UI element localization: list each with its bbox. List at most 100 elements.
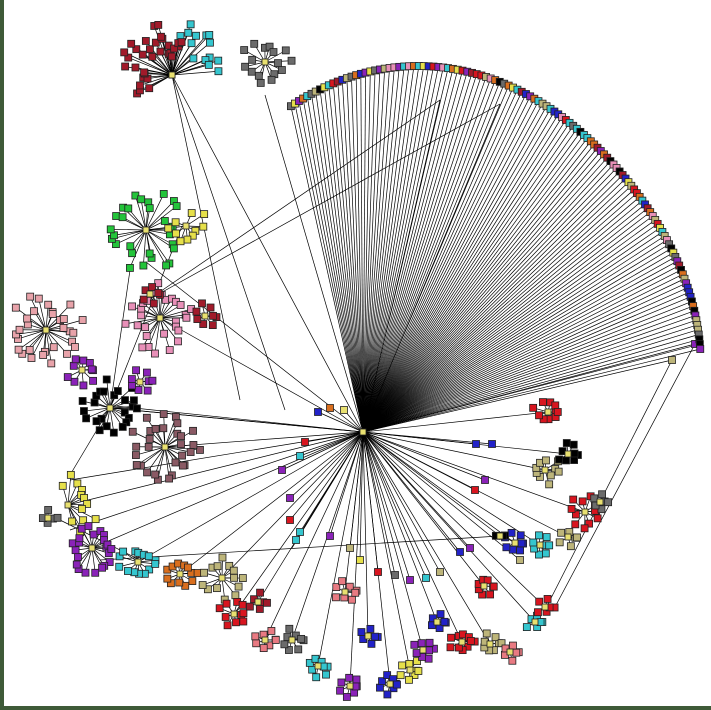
cluster-red-right-b-center[interactable] (541, 603, 549, 611)
cluster-pink-node[interactable] (165, 346, 174, 354)
cluster-red-right-b-node[interactable] (543, 595, 552, 603)
cluster-brown-node[interactable] (171, 412, 180, 421)
cluster-gray-bottom-center[interactable] (288, 636, 296, 644)
cluster-green-node[interactable] (159, 190, 168, 198)
cluster-red-east-node[interactable] (567, 504, 576, 513)
cluster-cyan-mid-node[interactable] (541, 549, 550, 558)
cluster-gray-top-node[interactable] (241, 62, 250, 71)
cluster-maroon-top-node[interactable] (145, 84, 154, 93)
cluster-khaki-bottom-node[interactable] (231, 591, 240, 600)
cluster-yellow-foot-node[interactable] (398, 661, 407, 670)
cluster-lightpink-node[interactable] (63, 349, 71, 358)
cluster-maroon-small-node[interactable] (154, 289, 163, 297)
cluster-gray-top-node[interactable] (240, 46, 249, 54)
cluster-gray-east-node[interactable] (598, 490, 606, 499)
cluster-yellow-mid-center[interactable] (182, 222, 190, 230)
cluster-salmon-right-center[interactable] (506, 648, 514, 656)
cluster-pink-node[interactable] (174, 337, 182, 346)
cluster-purple-foot-node[interactable] (342, 693, 351, 701)
cluster-maroon-small-node[interactable] (148, 283, 156, 291)
cluster-purple-bottom-node[interactable] (91, 568, 100, 577)
cluster-lightpink-node[interactable] (25, 346, 34, 354)
cluster-khaki-bottom-node[interactable] (203, 585, 212, 594)
cluster-blue-right-center[interactable] (433, 618, 441, 626)
cluster-purple-bottom-node[interactable] (84, 522, 93, 530)
cluster-green-node[interactable] (145, 204, 154, 213)
cluster-gray-bottom-node[interactable] (294, 645, 303, 654)
cluster-blue-right-node[interactable] (436, 610, 445, 618)
cluster-purple-bottom-node[interactable] (89, 530, 98, 539)
leaf-node[interactable] (668, 356, 676, 364)
cluster-khaki-east-node[interactable] (542, 456, 550, 465)
cluster-gray-top-node[interactable] (287, 56, 296, 65)
cluster-maroon-top-node[interactable] (120, 48, 129, 57)
cluster-maroon-top-node[interactable] (136, 81, 144, 90)
cluster-pink-node[interactable] (174, 326, 183, 335)
cluster-green-node[interactable] (139, 261, 148, 270)
cluster-blue-mid-node[interactable] (516, 546, 524, 555)
cluster-yellow-mid-node[interactable] (176, 237, 185, 246)
cluster-black-node[interactable] (130, 396, 138, 405)
cluster-maroon-top-b-node[interactable] (170, 44, 179, 53)
cluster-orange-node[interactable] (183, 563, 192, 572)
cluster-salmon-mid-node[interactable] (332, 583, 341, 592)
cluster-salmon-bottom-node[interactable] (252, 639, 261, 648)
cluster-salmon-bottom-node[interactable] (271, 636, 280, 644)
cluster-green-node[interactable] (137, 195, 146, 204)
cluster-brown-node[interactable] (173, 419, 182, 428)
cluster-black-node[interactable] (92, 417, 101, 426)
cluster-cyan-top-node[interactable] (206, 38, 214, 47)
cluster-green-node[interactable] (118, 213, 127, 222)
cluster-maroon-mid-node[interactable] (198, 299, 206, 308)
cluster-cyan-top-node[interactable] (192, 31, 200, 40)
cluster-khaki-mid-node[interactable] (555, 538, 564, 547)
cluster-red-bottom-node[interactable] (239, 609, 248, 618)
cluster-brown-node[interactable] (165, 474, 173, 483)
cluster-red-east-node[interactable] (593, 514, 602, 523)
cluster-brown-node[interactable] (159, 424, 168, 433)
cluster-black-east-node[interactable] (562, 439, 571, 447)
cluster-blue-bottom-node[interactable] (371, 632, 379, 641)
cluster-red-bottom-node[interactable] (222, 599, 231, 608)
cluster-purple-foot-b-node[interactable] (417, 639, 426, 648)
cluster-yellow-foot-node[interactable] (410, 671, 419, 679)
cluster-yellow-left-node[interactable] (73, 479, 82, 488)
leaf-node[interactable] (340, 406, 348, 414)
cluster-yellow-mid-node[interactable] (183, 235, 192, 244)
leaf-node[interactable] (481, 476, 489, 484)
cluster-cyan-mid-center[interactable] (536, 541, 544, 549)
cluster-red-mid-node[interactable] (486, 590, 495, 599)
cluster-purple-left-node[interactable] (71, 355, 80, 364)
cluster-purple-foot-node[interactable] (337, 678, 346, 687)
cluster-brown-node[interactable] (178, 451, 186, 460)
cluster-yellow-left-node[interactable] (91, 515, 100, 524)
cluster-black-east-node[interactable] (570, 456, 578, 464)
cluster-purple-bottom-node[interactable] (107, 545, 116, 553)
cluster-salmon-right-node[interactable] (508, 656, 517, 665)
cluster-gray-top-node[interactable] (267, 75, 276, 84)
leaf-node[interactable] (296, 528, 304, 536)
cluster-salmon-mid-node[interactable] (345, 582, 354, 591)
cluster-red-bottom-node[interactable] (221, 613, 230, 621)
cluster-maroon-top-node[interactable] (151, 38, 160, 47)
cluster-maroon-top-node[interactable] (146, 45, 154, 54)
cluster-brown-node[interactable] (159, 410, 168, 418)
cluster-blue-foot-center[interactable] (386, 680, 394, 688)
leaf-node[interactable] (488, 440, 496, 448)
cluster-lightpink-node[interactable] (44, 300, 53, 309)
cluster-cyan-bottom-b-node[interactable] (322, 670, 330, 679)
cluster-red-east-b-center[interactable] (544, 408, 552, 416)
cluster-brown-node[interactable] (171, 458, 180, 467)
cluster-khaki-bottom-node[interactable] (200, 568, 209, 577)
cluster-gray-top-node[interactable] (254, 71, 263, 80)
cluster-blue-mid-center[interactable] (511, 539, 519, 547)
cluster-lightpink-node[interactable] (23, 314, 32, 323)
cluster-cyan-top-node[interactable] (204, 60, 213, 69)
cluster-black-node[interactable] (82, 414, 91, 423)
cluster-lightpink-node[interactable] (48, 310, 57, 318)
cluster-black-node[interactable] (102, 422, 111, 431)
leaf-node[interactable] (516, 556, 524, 564)
cluster-green-node[interactable] (106, 225, 115, 234)
leaf-node[interactable] (278, 466, 286, 474)
cluster-gray-top-node[interactable] (277, 66, 286, 74)
